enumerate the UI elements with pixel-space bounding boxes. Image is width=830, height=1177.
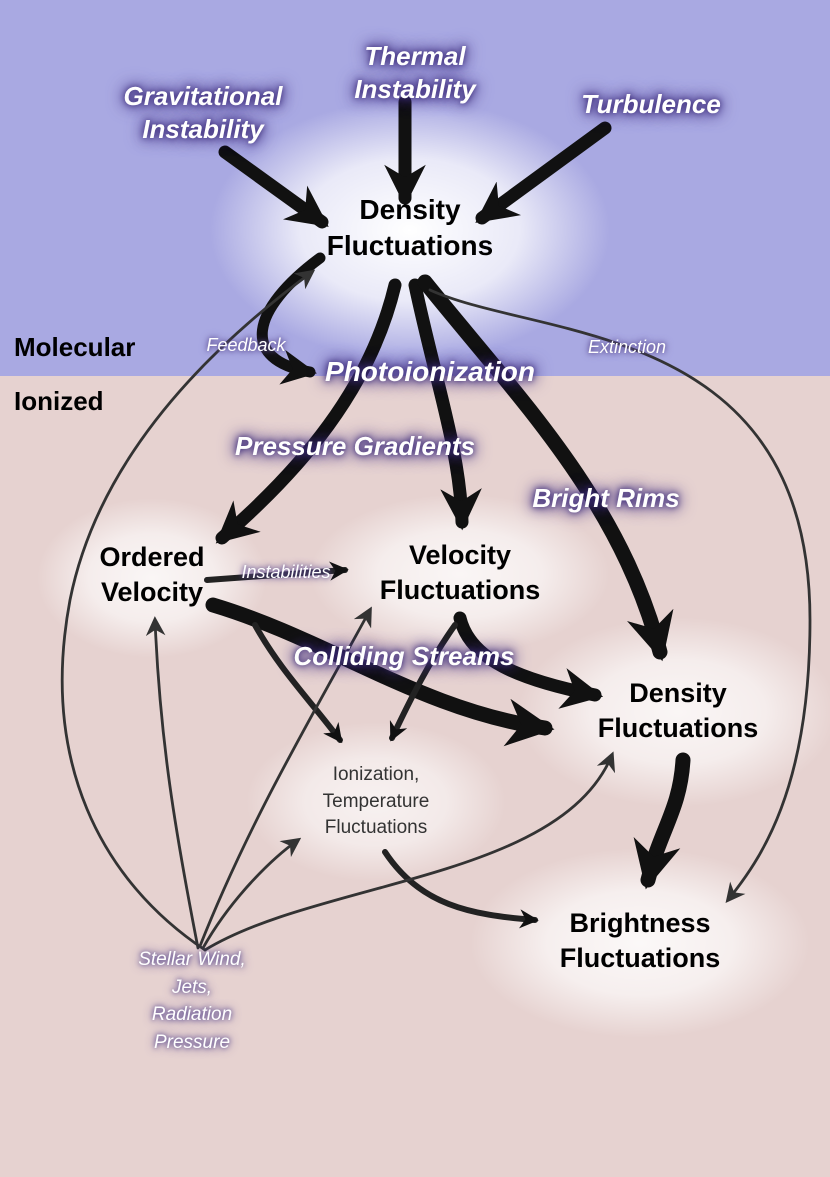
arrow-ordered-to-ionization: [252, 622, 343, 744]
label-turbulence: Turbulence: [581, 89, 721, 119]
glow-density-top: [210, 100, 610, 360]
arrow-colliding-streams: [205, 597, 555, 747]
region-label-ionized: Ionized: [14, 386, 104, 416]
node-line: Brightness: [569, 908, 711, 938]
glow-density-low: [518, 617, 830, 807]
node-density-fluctuations-lower: Density Fluctuations: [568, 676, 788, 746]
arrow-instabilities: [204, 561, 349, 583]
arrow-density-to-brightness: [633, 752, 691, 890]
arrow-stellar-to-density-low: [203, 751, 615, 952]
arrow-pressure-to-ordered: [215, 278, 402, 545]
glow-ionization: [246, 722, 506, 882]
region-label-molecular: Molecular: [14, 332, 136, 362]
arrow-stellar-to-ordered: [145, 616, 200, 950]
label-pressure-gradients: Pressure Gradients: [235, 431, 475, 461]
node-ionization-temperature: Ionization, Temperature Fluctuations: [286, 762, 466, 842]
arrow-turbulence-to-density: [475, 121, 612, 225]
label-extinction: Extinction: [587, 337, 667, 357]
label-colliding-streams: Colliding Streams: [293, 641, 515, 671]
node-line: Fluctuations: [559, 943, 721, 974]
label-line: Instability: [354, 73, 476, 104]
node-ordered-velocity: Ordered Velocity: [72, 540, 232, 610]
arrow-to-velocity-fluct: [408, 278, 482, 531]
arrow-stellar-to-ionization: [201, 837, 302, 950]
label-line: Thermal: [364, 41, 466, 71]
node-line: Fluctuations: [379, 575, 541, 606]
label-stellar-wind-source: Stellar Wind, Jets, Radiation Pressure: [114, 946, 270, 1056]
node-velocity-fluctuations: Velocity Fluctuations: [350, 538, 570, 608]
node-line: Fluctuations: [326, 230, 494, 262]
node-line: Velocity: [100, 577, 204, 608]
arrow-bright-rims: [417, 274, 674, 662]
label-line: Stellar Wind,: [138, 949, 246, 970]
arrow-velocity-to-density: [453, 611, 604, 709]
label-gravitational-instability: Gravitational Instability: [96, 80, 310, 145]
node-line: Ordered: [99, 542, 205, 572]
label-thermal-instability: Thermal Instability: [330, 40, 500, 105]
label-line: Jets,: [171, 976, 213, 998]
label-line: Instability: [142, 113, 264, 144]
node-density-fluctuations-top: Density Fluctuations: [290, 192, 530, 265]
node-line: Temperature: [322, 790, 430, 812]
label-feedback: Feedback: [206, 335, 286, 355]
arrow-extinction: [428, 288, 812, 904]
node-brightness-fluctuations: Brightness Fluctuations: [530, 906, 750, 976]
node-line: Density: [629, 678, 727, 708]
arrow-stellar-to-density-top: [60, 269, 316, 952]
label-instabilities: Instabilities: [241, 562, 331, 582]
node-line: Ionization,: [332, 764, 420, 785]
arrow-ionization-to-brightness: [382, 849, 539, 929]
node-line: Fluctuations: [324, 817, 428, 839]
label-line: Gravitational: [123, 81, 283, 111]
node-line: Fluctuations: [597, 713, 759, 744]
arrow-gravitational-to-density: [218, 145, 329, 229]
arrow-stellar-to-velocity: [198, 606, 372, 948]
glow-ordered-velocity: [37, 498, 267, 658]
arrow-velocity-to-ionization: [389, 622, 458, 742]
glow-brightness: [470, 848, 810, 1038]
node-line: Density: [359, 194, 461, 225]
label-bright-rims: Bright Rims: [532, 483, 680, 513]
glow-velocity-fluct: [310, 494, 610, 654]
label-line: Pressure: [153, 1031, 231, 1053]
node-line: Velocity: [408, 540, 512, 570]
label-photoionization: Photoionization: [325, 356, 535, 387]
label-line: Radiation: [151, 1004, 233, 1026]
